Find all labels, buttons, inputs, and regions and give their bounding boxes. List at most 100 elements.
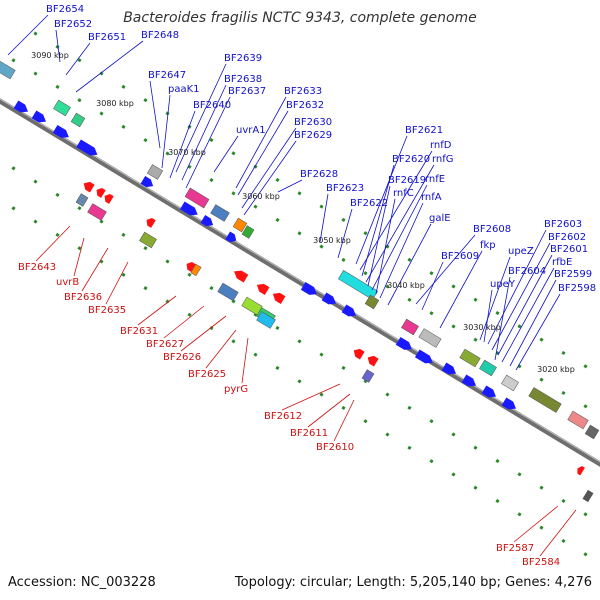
forward-gene-label: BF2633	[284, 86, 322, 97]
track-dot	[253, 352, 258, 357]
track-dot	[187, 272, 192, 277]
gene-box	[139, 231, 157, 249]
track-dot	[165, 259, 170, 264]
reverse-gene-arrow	[353, 348, 365, 360]
forward-leader-line	[241, 127, 297, 209]
forward-gene-arrow	[200, 215, 214, 227]
forward-leader-line	[65, 42, 91, 76]
track-dot	[11, 206, 16, 211]
forward-leader-line	[491, 242, 551, 351]
reverse-gene-arrow	[83, 181, 95, 193]
track-dot	[429, 459, 434, 464]
forward-gene-label: BF2637	[228, 86, 266, 97]
gene-box	[241, 225, 255, 239]
forward-leader-line	[75, 40, 144, 93]
reverse-gene-arrow	[104, 193, 114, 204]
track-dot	[583, 404, 588, 409]
forward-gene-arrow	[414, 349, 433, 364]
forward-gene-label: BF2623	[326, 183, 364, 194]
track-dot	[143, 98, 148, 103]
forward-leader-line	[319, 193, 329, 243]
forward-gene-label: BF2629	[294, 130, 332, 141]
forward-leader-line	[483, 289, 493, 343]
track-dot	[165, 151, 170, 156]
gene-box	[528, 387, 562, 413]
forward-gene-arrow	[140, 176, 154, 188]
gene-box	[364, 294, 380, 310]
track-dot	[407, 445, 412, 450]
forward-leader-line	[439, 250, 483, 329]
kbp-tick-label: 3040 kbp	[387, 281, 425, 290]
reverse-gene-label: pyrG	[224, 384, 248, 395]
track-dot	[407, 405, 412, 410]
forward-gene-label: BF2648	[141, 30, 179, 41]
forward-gene-arrow	[52, 125, 69, 138]
track-dot	[429, 419, 434, 424]
track-dot	[11, 166, 16, 171]
forward-leader-line	[243, 140, 297, 216]
track-dot	[33, 71, 38, 76]
track-dot	[473, 485, 478, 490]
reverse-leader-line	[333, 399, 355, 442]
forward-gene-label: BF2620	[392, 154, 430, 165]
track-dot	[495, 498, 500, 504]
gene-layer	[0, 60, 600, 503]
forward-gene-label: BF2652	[54, 19, 92, 30]
reverse-leader-line	[205, 329, 237, 369]
forward-leader-line	[337, 208, 353, 259]
kbp-tick-label: 3090 kbp	[31, 51, 69, 60]
track-dot	[275, 177, 280, 183]
track-dot	[473, 297, 478, 302]
gene-box	[337, 270, 379, 300]
reverse-leader-line	[105, 261, 129, 305]
track-dot	[231, 151, 236, 156]
forward-leader-line	[161, 94, 171, 169]
gene-box	[190, 263, 202, 277]
track-dot	[11, 58, 16, 63]
track-dot	[539, 377, 544, 382]
gene-box	[217, 282, 239, 302]
track-dot	[275, 217, 280, 223]
track-dot	[77, 98, 82, 103]
forward-gene-arrow	[461, 374, 476, 387]
forward-leader-line	[379, 202, 424, 299]
gene-box	[501, 374, 519, 392]
track-dot	[33, 31, 38, 36]
track-dot	[209, 178, 214, 183]
track-dot	[275, 325, 280, 331]
forward-gene-label: upeZ	[508, 246, 534, 257]
track-dot	[319, 244, 324, 249]
forward-gene-label: rnfA	[421, 192, 442, 203]
track-dot	[495, 458, 500, 464]
track-dot	[429, 271, 434, 276]
kbp-tick-label: 3070 kbp	[168, 148, 206, 157]
track-dot	[99, 219, 104, 224]
track-dot	[275, 365, 280, 371]
track-dot	[385, 284, 390, 289]
reverse-gene-label: BF2643	[18, 262, 56, 273]
track-dot	[121, 84, 126, 89]
reverse-gene-arrow	[256, 283, 270, 295]
forward-leader-line	[375, 198, 396, 295]
track-dot	[297, 231, 302, 236]
kbp-tick-label: 3020 kbp	[537, 365, 575, 374]
reverse-gene-arrow	[96, 187, 106, 198]
forward-leader-line	[421, 261, 444, 311]
gene-box	[256, 311, 276, 329]
gene-box	[582, 489, 594, 503]
label-leader-lines	[7, 14, 577, 557]
track-dot	[539, 485, 544, 490]
forward-leader-line	[509, 279, 557, 367]
forward-leader-line	[235, 96, 287, 189]
track-dot	[165, 299, 170, 304]
reverse-gene-label: BF2587	[496, 543, 534, 554]
track-dot	[165, 111, 170, 116]
reverse-gene-arrow	[186, 261, 196, 272]
track-dot	[209, 286, 214, 291]
track-dot	[143, 286, 148, 291]
forward-leader-line	[213, 135, 239, 173]
forward-gene-arrow	[225, 231, 237, 243]
gene-box	[210, 204, 230, 222]
